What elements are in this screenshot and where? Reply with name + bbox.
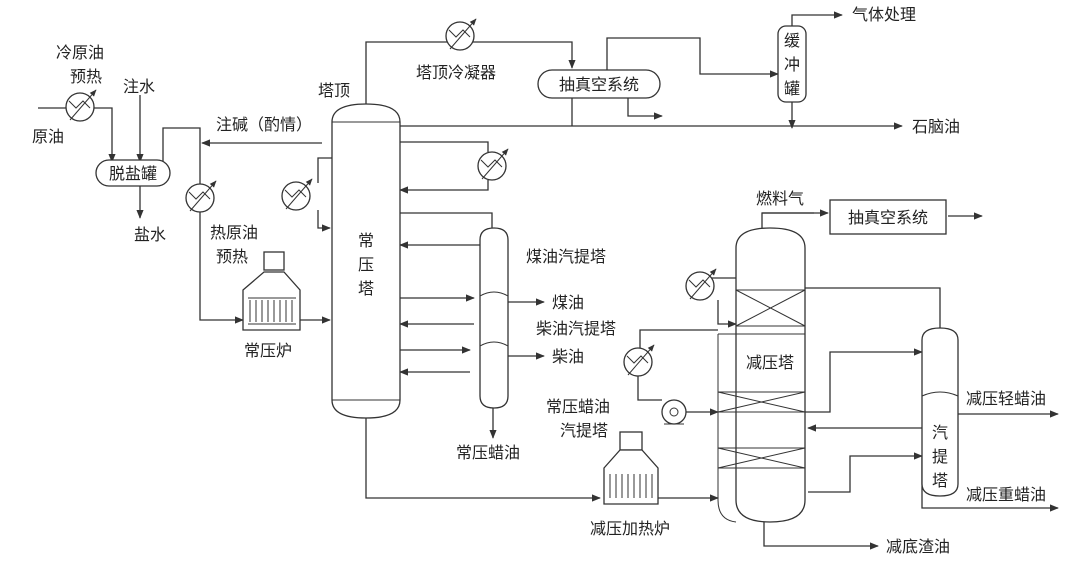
- label-diesel-stripper: 柴油汽提塔: [536, 319, 616, 338]
- label-naphtha: 石脑油: [912, 117, 960, 136]
- label-preheat-1: 预热: [70, 67, 102, 86]
- desalter-drum: 脱盐罐: [95, 159, 171, 187]
- vacuum-stripper-label-2: 提: [932, 447, 948, 466]
- vacuum-stripper-column: 汽 提 塔: [921, 327, 959, 497]
- atm-pumparound-cooler-right: [477, 148, 509, 181]
- label-preheat-2: 预热: [216, 247, 248, 266]
- buffer-tank-label-1: 缓: [784, 31, 800, 50]
- vacuum-stripper-label-3: 塔: [932, 471, 948, 490]
- label-crude-cold: 冷原油: [56, 43, 104, 62]
- label-atm-furnace: 常压炉: [244, 341, 292, 360]
- label-caustic: 注碱（酌情）: [216, 115, 312, 134]
- atmospheric-furnace: [242, 251, 301, 331]
- label-vacuum-tower: 减压塔: [746, 353, 794, 372]
- vacuum-system-1-label: 抽真空系统: [559, 75, 639, 94]
- vacuum-middle-cooler: [623, 344, 655, 377]
- buffer-tank-label-2: 冲: [784, 55, 800, 74]
- atmospheric-tower: [331, 103, 401, 419]
- vacuum-top-cooler: [685, 268, 717, 301]
- label-fuel-gas: 燃料气: [756, 189, 804, 208]
- label-atm-wax-stripper-1: 常压蜡油: [546, 397, 610, 416]
- vacuum-system-1: 抽真空系统: [537, 69, 661, 99]
- side-stripper-column: [479, 227, 509, 409]
- label-kerosene-stripper: 煤油汽提塔: [526, 247, 606, 266]
- label-hot-crude: 热原油: [210, 223, 258, 242]
- label-atm-tower-1: 常: [358, 231, 374, 250]
- label-kerosene: 煤油: [552, 293, 584, 312]
- vacuum-stripper-label-1: 汽: [932, 423, 948, 442]
- label-light-vgo: 减压轻蜡油: [966, 389, 1046, 408]
- circulation-pump: [661, 399, 687, 425]
- label-overhead-condenser: 塔顶冷凝器: [416, 63, 496, 82]
- piping: [38, 11, 1059, 550]
- label-atm-tower-3: 塔: [358, 279, 374, 298]
- label-atm-wax-stripper-2: 汽提塔: [560, 421, 608, 440]
- vacuum-system-2: 抽真空系统: [829, 199, 947, 235]
- label-tower-top: 塔顶: [318, 81, 350, 100]
- vacuum-system-2-label: 抽真空系统: [848, 208, 928, 227]
- buffer-tank: 缓 冲 罐: [777, 25, 807, 103]
- label-heavy-vgo: 减压重蜡油: [966, 485, 1046, 504]
- vacuum-heater: [603, 431, 659, 505]
- label-vacuum-residue: 减底渣油: [886, 537, 950, 556]
- label-gas-treatment: 气体处理: [852, 5, 916, 24]
- label-atm-wax-oil: 常压蜡油: [456, 443, 520, 462]
- label-crude: 原油: [32, 127, 64, 146]
- desalter-label: 脱盐罐: [109, 164, 157, 183]
- vacuum-tower: [717, 227, 806, 523]
- label-diesel: 柴油: [552, 347, 584, 366]
- label-vacuum-heater: 减压加热炉: [590, 519, 670, 538]
- atm-pumparound-cooler-left: [281, 178, 313, 211]
- label-brine: 盐水: [134, 225, 166, 244]
- label-atm-tower-2: 压: [358, 255, 374, 274]
- labels: 冷原油 预热 原油 注水 盐水 注碱（酌情） 塔顶 塔顶冷凝器 气体处理 石脑油…: [32, 5, 1046, 556]
- hot-crude-preheater: [185, 180, 217, 213]
- buffer-tank-label-3: 罐: [784, 79, 800, 98]
- overhead-condenser: [445, 18, 477, 51]
- cold-crude-preheater: [65, 89, 97, 122]
- label-inject-water: 注水: [123, 77, 155, 96]
